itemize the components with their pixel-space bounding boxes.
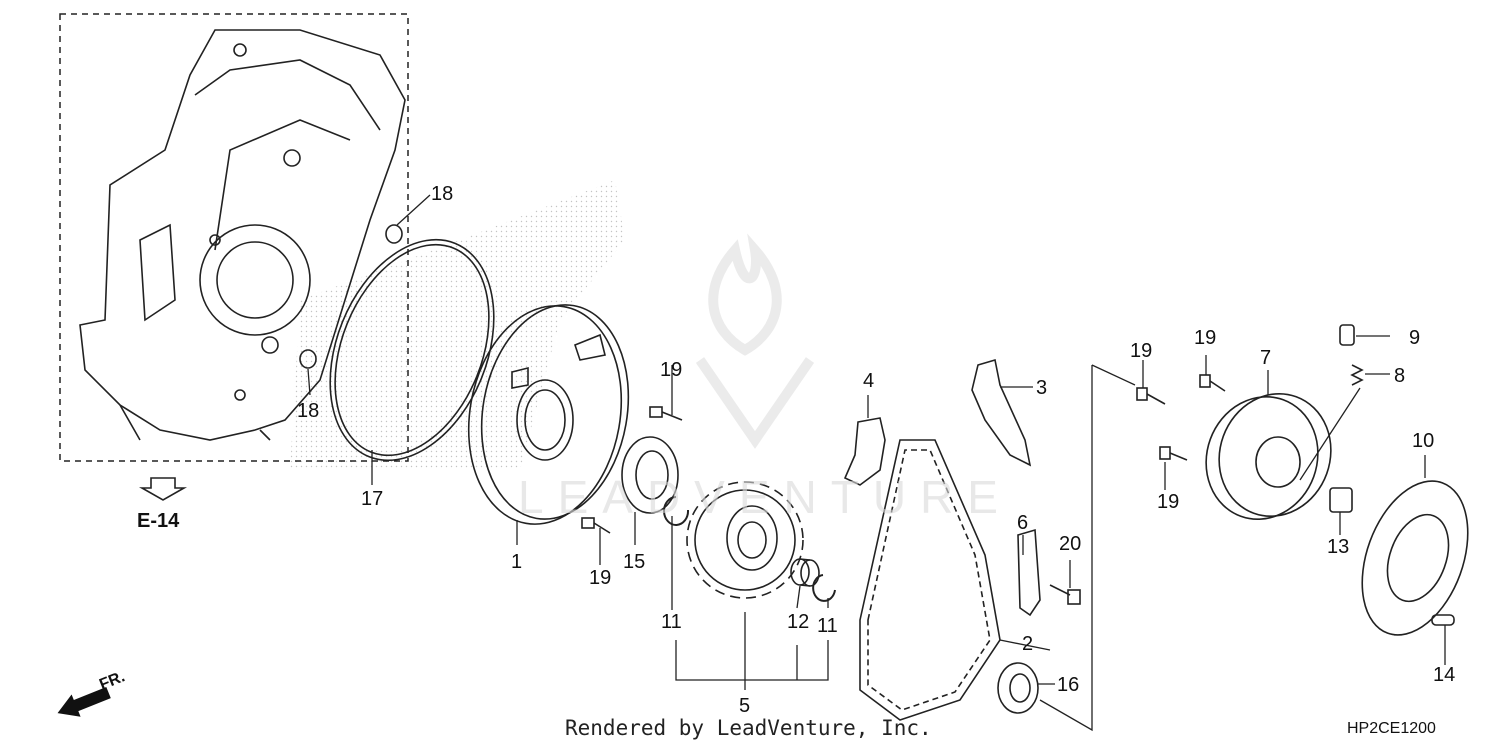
bolt-19-a [649,406,683,421]
drawing-code: HP2CE1200 [1347,720,1436,737]
leader-line [1039,364,1136,732]
bolt-19-d [1199,374,1226,392]
o-ring-17 [329,238,495,462]
chain-guide-3 [971,358,1032,467]
reference-box [59,13,409,462]
crankcase-cover [79,29,406,441]
callout-6: 6 [1017,512,1028,534]
bolt-19-b [581,517,611,534]
tensioner-6 [1017,528,1041,617]
callout-4: 4 [863,370,874,392]
callout-19-c: 19 [1130,340,1152,362]
group-bracket-5 [675,612,829,690]
callout-1: 1 [511,551,522,573]
washer-18-upper [385,224,403,244]
leader-line-8 [1299,387,1361,481]
watermark-text: LEADVENTURE [518,471,1012,523]
pin-14 [1431,614,1455,626]
callout-14: 14 [1433,664,1455,686]
callout-9: 9 [1409,327,1420,349]
spring-8 [1350,364,1364,386]
callout-12: 12 [787,611,809,633]
callout-leaders [307,194,1446,685]
bolt-20 [1049,584,1081,605]
front-direction-icon [57,686,111,717]
oil-seal-16 [997,662,1039,714]
oil-seal-15 [621,436,679,514]
callout-7: 7 [1260,347,1271,369]
callout-19-e: 19 [1157,491,1179,513]
sprocket-5 [686,481,804,599]
callout-11-right: 11 [817,615,838,637]
plunger-9 [1339,324,1355,346]
callout-8: 8 [1394,365,1405,387]
callout-16: 16 [1057,674,1079,696]
bolt-19-e [1159,446,1188,461]
callout-13: 13 [1327,536,1349,558]
callout-15: 15 [623,551,645,573]
plate-10 [1361,480,1469,636]
housing-1 [467,304,630,525]
bolt-19-c [1136,387,1166,405]
callout-19-b: 19 [589,567,611,589]
callout-19-a: 19 [660,359,682,381]
callout-3: 3 [1036,377,1047,399]
callout-18-upper: 18 [431,183,453,205]
reference-arrow-icon [138,477,188,501]
callout-5: 5 [739,695,750,717]
watermark-logo [695,233,815,449]
front-label: FR. [97,668,127,693]
stipple-shading [290,180,625,470]
callout-2: 2 [1022,633,1033,655]
callout-10: 10 [1412,430,1434,452]
callout-18-lower: 18 [297,400,319,422]
callout-19-d: 19 [1194,327,1216,349]
roller-13 [1329,487,1353,513]
reference-label: E-14 [137,510,180,532]
callout-17: 17 [361,488,383,510]
needle-bearing-12 [790,558,820,587]
circlip-11-left [663,496,690,526]
chain-guide-4 [843,417,886,486]
clutch-outer-7 [1205,392,1332,521]
washer-18-lower [299,349,317,369]
callout-20: 20 [1059,533,1081,555]
credit-text: Rendered by LeadVenture, Inc. [565,716,932,740]
circlip-11-right [812,574,836,602]
callout-11-left: 11 [661,611,682,633]
